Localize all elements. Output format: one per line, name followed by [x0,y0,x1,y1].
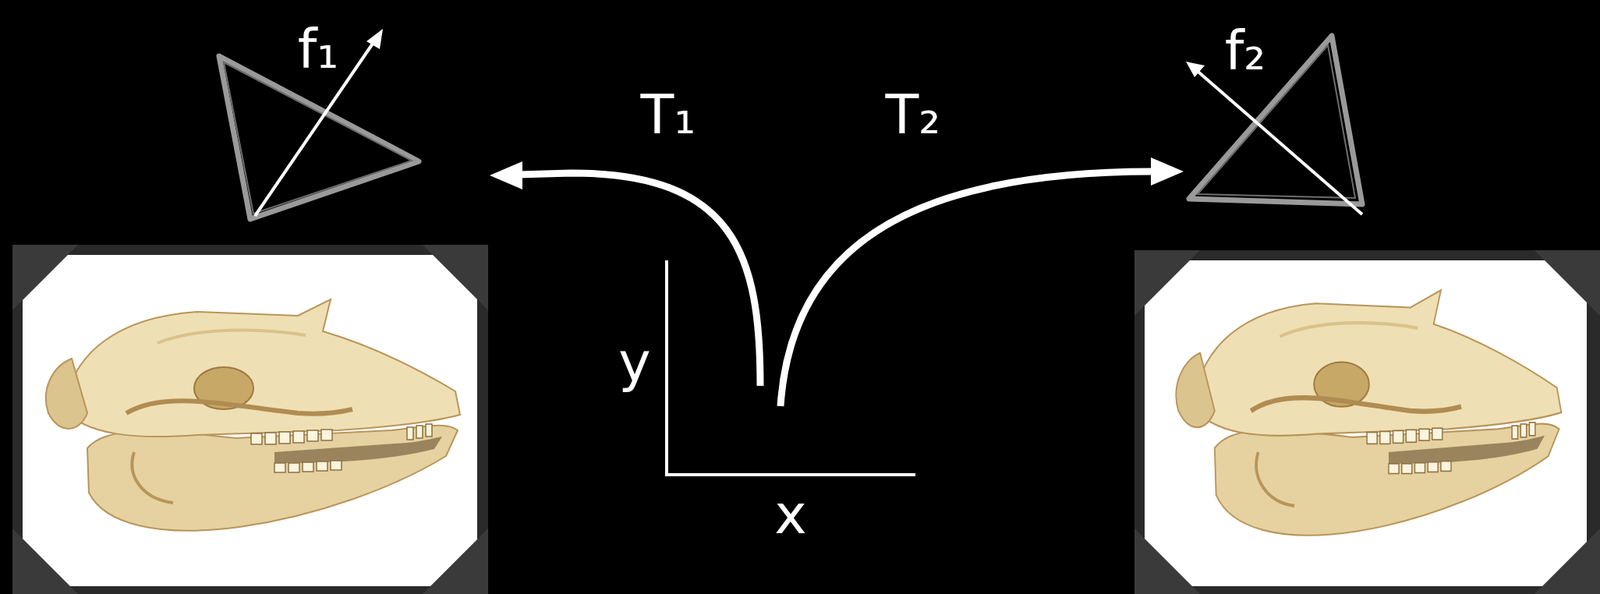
photo-left [12,244,489,594]
math-label: f₂ [1221,23,1270,78]
math-label: y [615,335,654,390]
world-axes [666,260,916,475]
math-label: f₁ [294,21,343,77]
camera-frustum-right [1185,35,1363,215]
math-label: T₁ [637,87,700,142]
transform-arrow-right [780,157,1184,407]
photo-right [1134,250,1600,594]
math-label: x [771,487,810,542]
math-label: T₂ [882,87,945,142]
